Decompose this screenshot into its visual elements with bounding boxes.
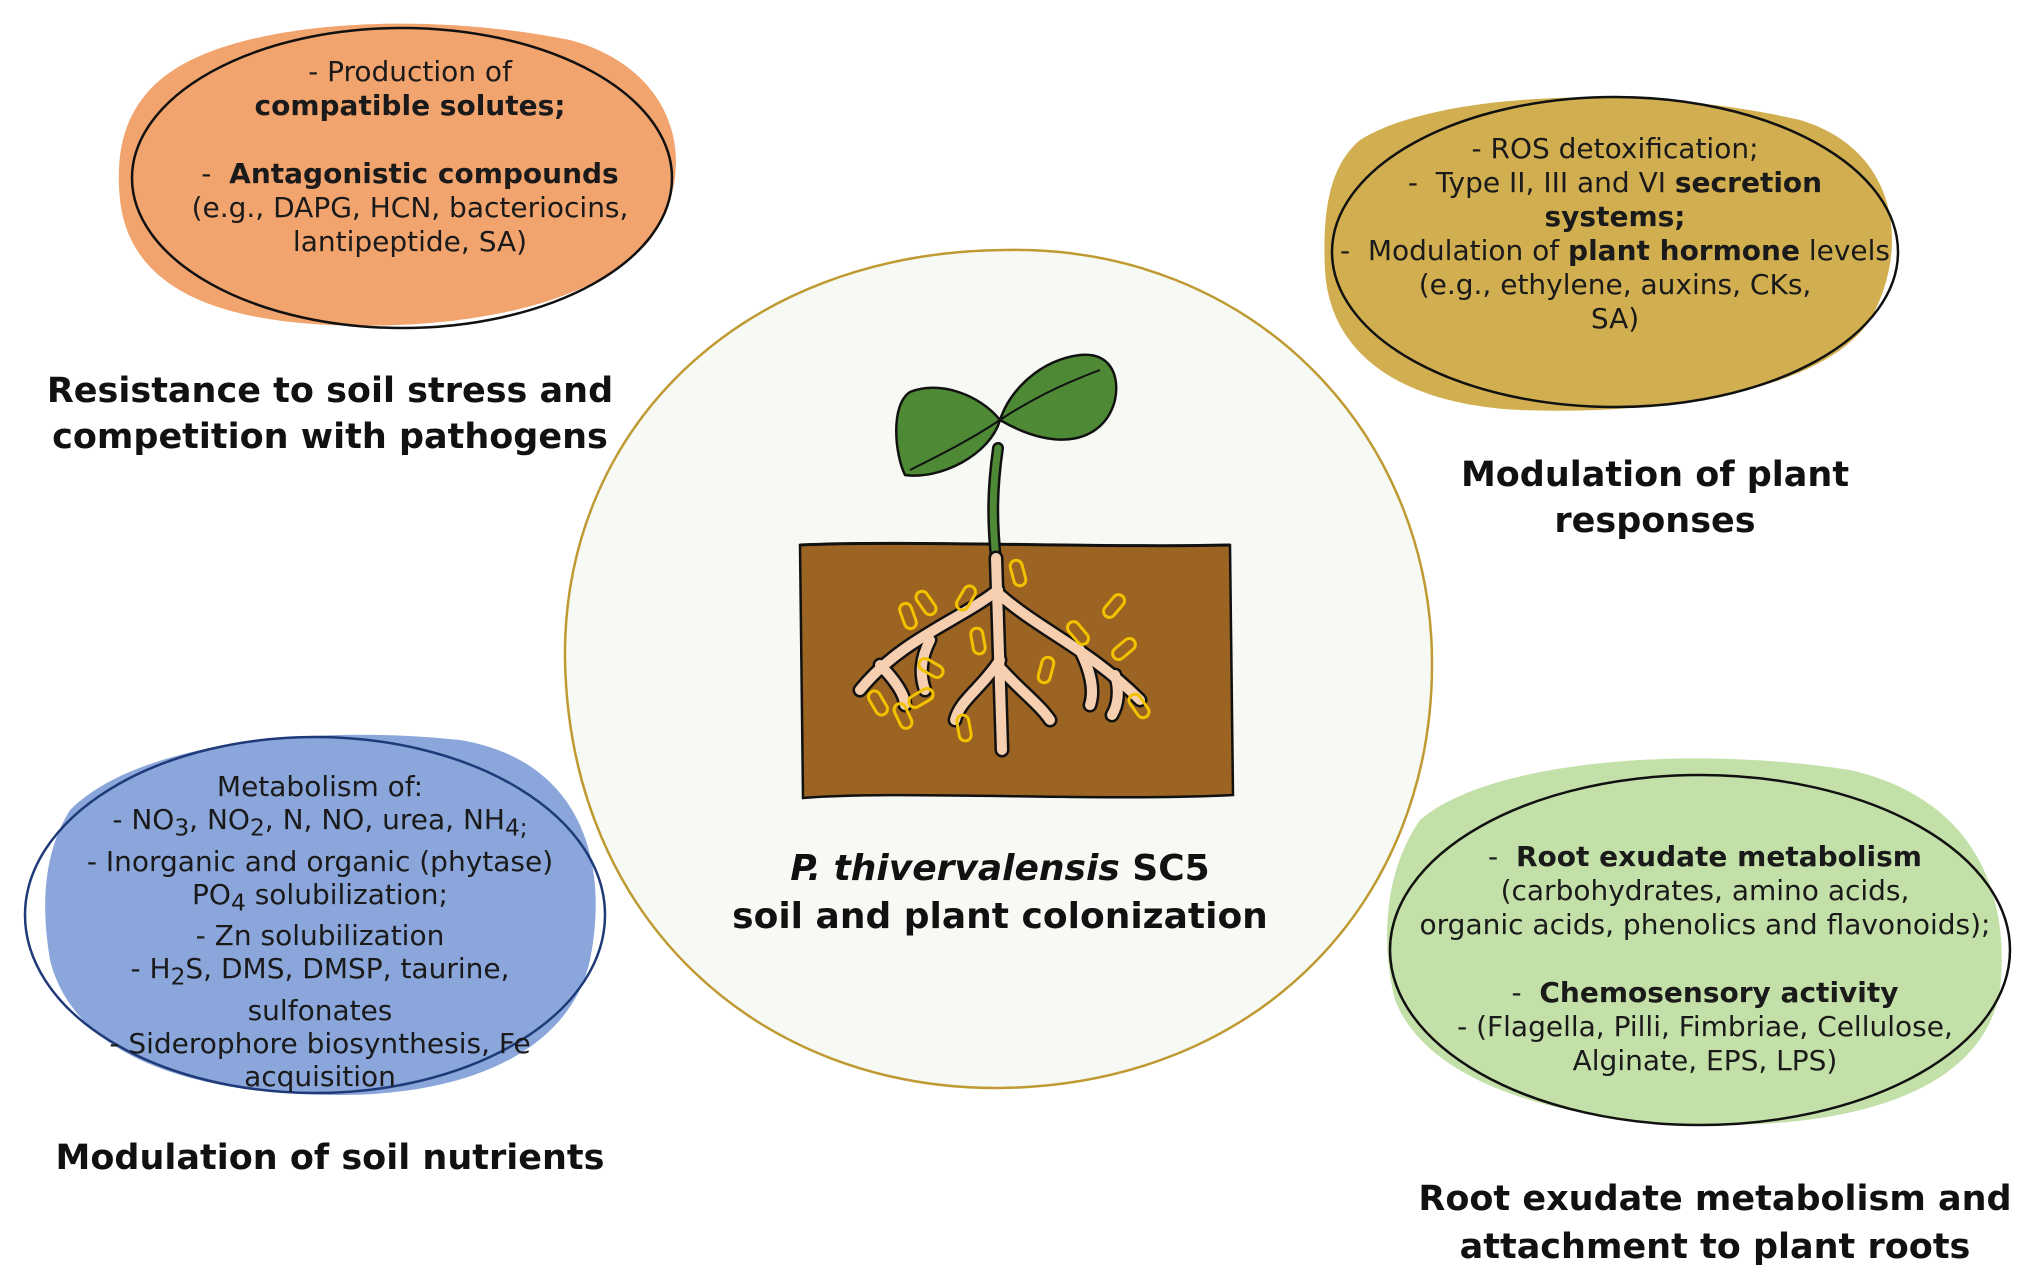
gold-blob xyxy=(1324,95,1900,411)
tl-line-4: (e.g., DAPG, HCN, bacteriocins, xyxy=(191,191,629,224)
seedling xyxy=(895,353,1118,566)
tr-line-4: - Modulation of plant hormone levels xyxy=(1339,234,1891,267)
blue-blob xyxy=(23,734,607,1095)
bottom-right-heading: Root exudate metabolism and attachment t… xyxy=(1418,1179,2012,1267)
top-right-blob-text: - ROS detoxification; - Type II, III and… xyxy=(1330,132,1900,336)
tr-line-2: - Type II, III and VI secretion xyxy=(1407,166,1823,199)
bl-line-8: - Siderophore biosynthesis, Fe xyxy=(109,1026,531,1060)
bottom-left-heading: Modulation of soil nutrients xyxy=(55,1138,605,1178)
tl-line-1: - Production of xyxy=(308,55,512,88)
br-line-6: Alginate, EPS, LPS) xyxy=(1572,1044,1838,1077)
br-line-2: (carbohydrates, amino acids, xyxy=(1500,874,1910,907)
bl-line-3: - Inorganic and organic (phytase) xyxy=(86,844,554,878)
tr-line-3: systems; xyxy=(1544,200,1686,233)
tr-line-6: SA) xyxy=(1590,302,1640,335)
br-line-5: - (Flagella, Pilli, Fimbriae, Cellulose, xyxy=(1457,1010,1953,1043)
bottom-left-blob-text: Metabolism of: - NO3, NO2, N, NO, urea, … xyxy=(60,770,580,1093)
top-left-blob-text: - Production of compatible solutes; - An… xyxy=(150,55,670,259)
bl-line-9: acquisition xyxy=(244,1059,396,1093)
bl-line-5: - Zn solubilization xyxy=(195,919,445,953)
roots xyxy=(852,550,1148,758)
bl-line-1: Metabolism of: xyxy=(216,770,424,803)
bacteria-cells xyxy=(867,558,1151,743)
center-title: P. thivervalensis SC5 soil and plant col… xyxy=(732,848,1268,937)
br-line-4: - Chemosensory activity xyxy=(1511,976,1899,1009)
top-left-heading: Resistance to soil stress and competitio… xyxy=(46,371,614,457)
bl-line-2: - NO3, NO2, N, NO, urea, NH4; xyxy=(112,803,528,842)
tl-line-2: compatible solutes; xyxy=(254,89,566,122)
top-right-heading: Modulation of plant responses xyxy=(1460,455,1850,541)
green-blob xyxy=(1387,758,2012,1127)
soil-block xyxy=(798,541,1235,800)
br-line-1: - Root exudate metabolism xyxy=(1488,840,1922,873)
br-line-3: organic acids, phenolics and flavonoids)… xyxy=(1419,908,1991,941)
tr-line-1: - ROS detoxification; xyxy=(1471,132,1759,165)
leaf-right xyxy=(998,353,1118,441)
bl-line-4: PO4 solubilization; xyxy=(192,877,448,917)
tr-line-5: (e.g., ethylene, auxins, CKs, xyxy=(1418,268,1812,301)
bl-line-7: sulfonates xyxy=(247,993,393,1027)
tl-line-3: - Antagonistic compounds xyxy=(201,157,619,190)
orange-blob xyxy=(118,23,676,330)
bl-line-6: - H2S, DMS, DMSP, taurine, xyxy=(130,952,510,991)
tl-line-5: lantipeptide, SA) xyxy=(292,225,528,258)
bottom-right-blob-text: - Root exudate metabolism (carbohydrates… xyxy=(1390,840,2020,1078)
leaf-left xyxy=(895,386,1002,477)
